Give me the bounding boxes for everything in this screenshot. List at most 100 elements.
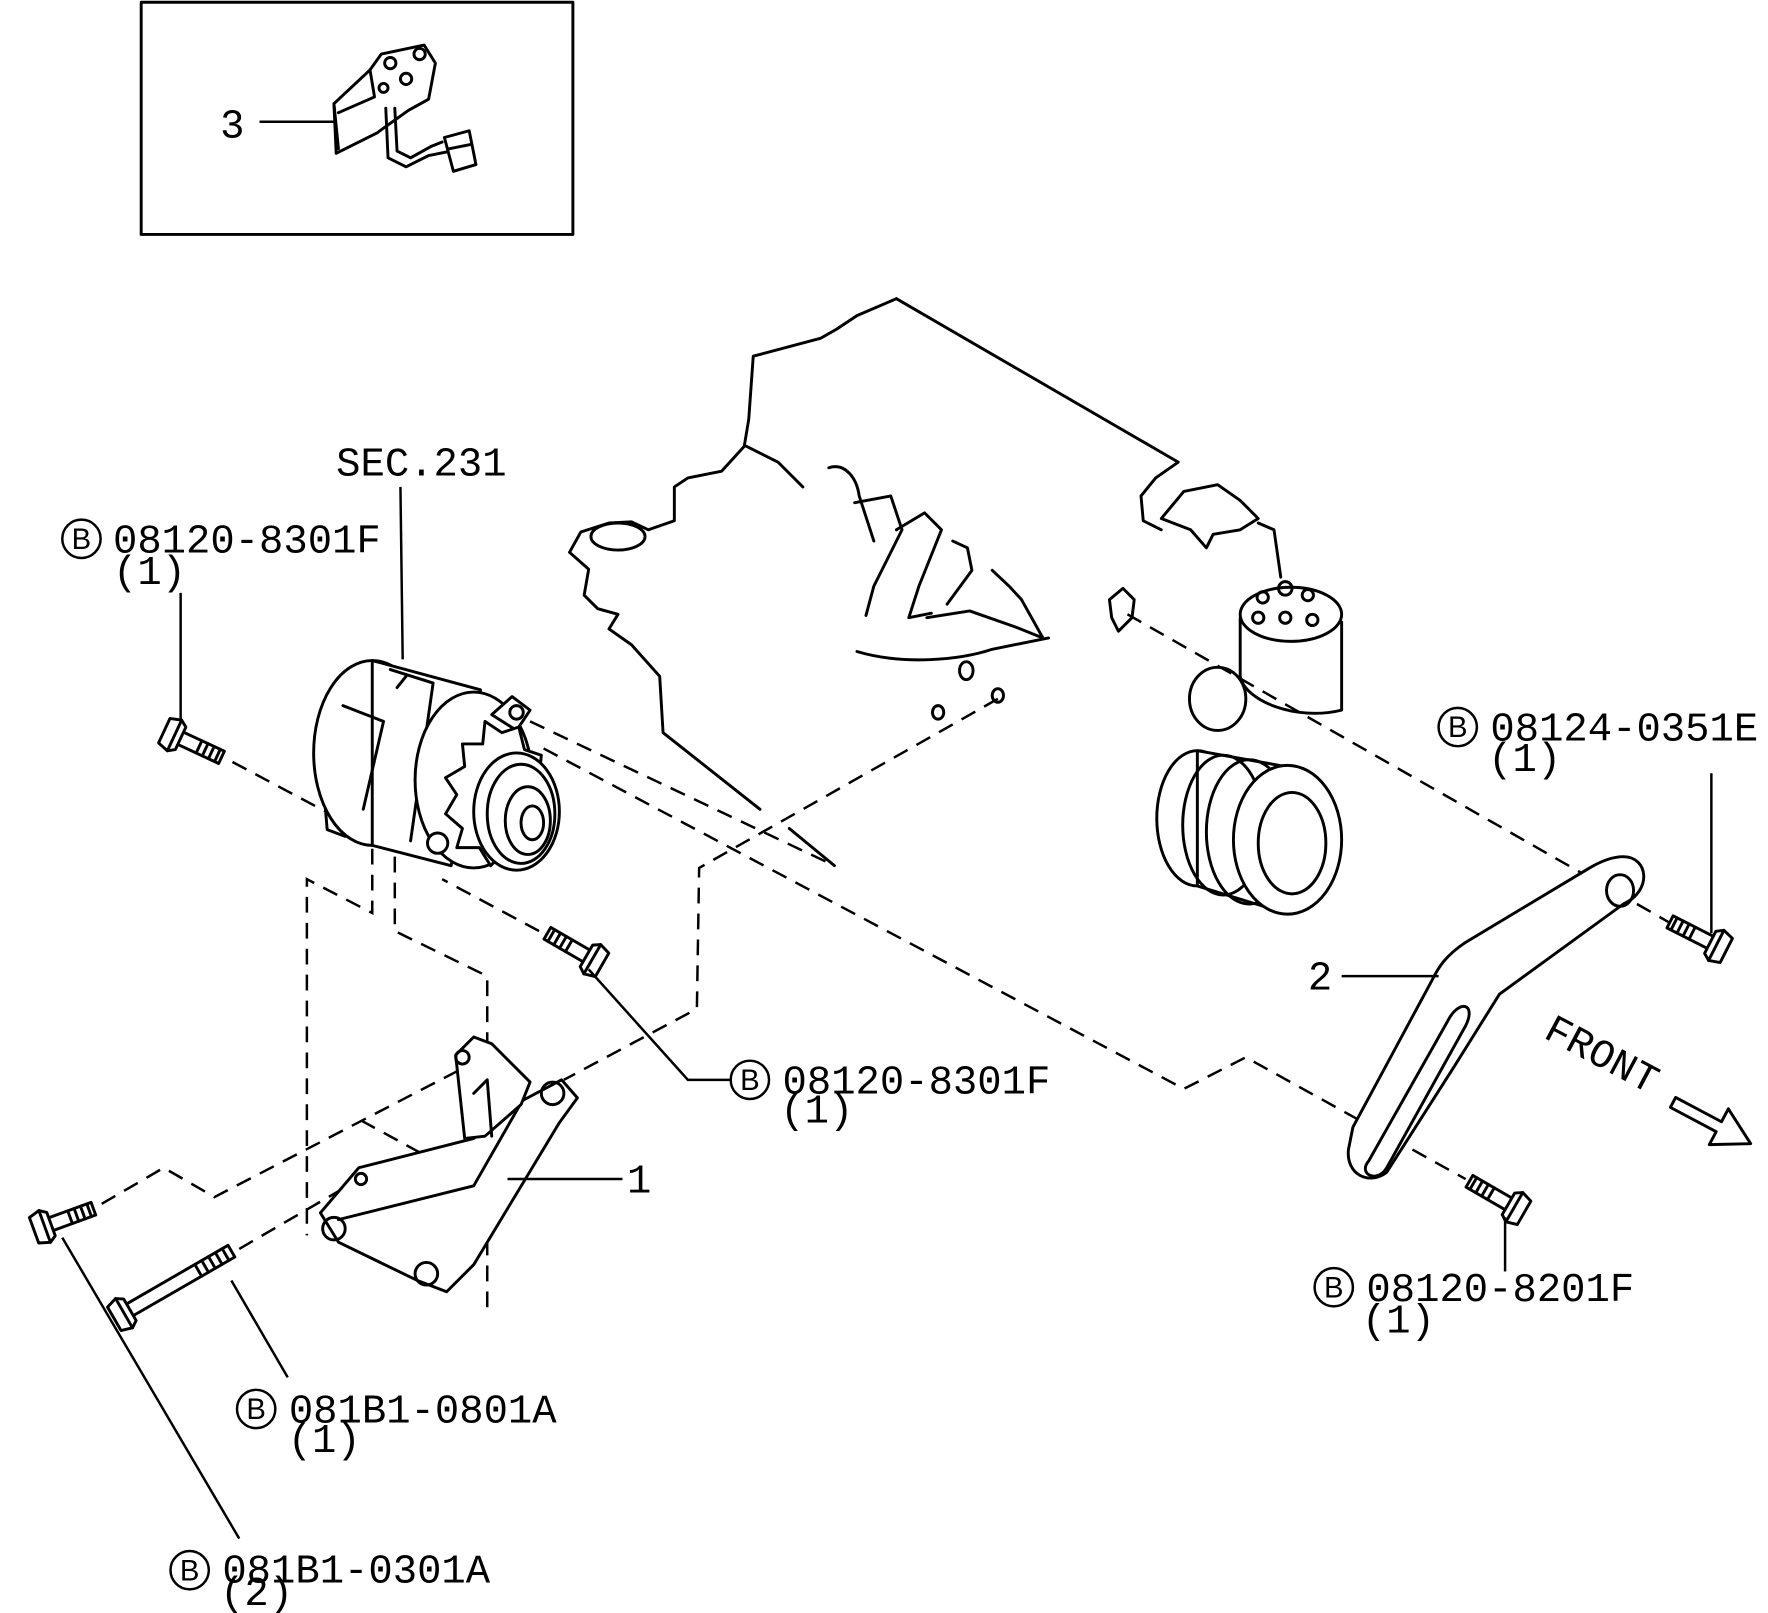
bolt-symbol: B [180,1554,200,1587]
dashed-line [441,878,540,933]
part-1-label: 1 [627,1160,651,1206]
engine-outline [568,297,898,811]
part-code: 08120-8301F [113,519,381,565]
bolt-symbol: B [740,1064,760,1097]
sensor-hole [383,56,398,71]
leader-lines [61,486,1713,1540]
bracket-hole [353,1171,369,1187]
part-quantity: (1) [1362,1299,1435,1345]
bracket-hole [539,1080,566,1107]
bracket-hole [454,1049,471,1066]
bolt-symbol-circle [169,1549,211,1591]
bracket-plate [318,1078,579,1294]
bracket-rib [336,1078,521,1222]
part-2-label: 2 [1308,957,1332,1003]
leader-callout-middle [587,968,731,1082]
pulley-hub [1256,790,1328,896]
bolt-08120-8301F-middle [537,917,612,981]
dashed-line [1636,902,1670,924]
part-quantity: (1) [1488,738,1561,784]
engine-mount-hole [990,687,1005,704]
dashed-line [231,760,340,820]
part-quantity: (2) [220,1572,293,1613]
part-quantity: (1) [780,1090,853,1136]
callout-lower-left-long-bolt: B 081B1-0801A (1) [235,1388,557,1465]
distributor-cap [1159,483,1260,550]
bolt-symbol: B [1324,1271,1344,1304]
dashed-line [529,720,835,867]
distributor-terminal [1277,580,1294,597]
sensor-plate-edge [332,68,376,151]
sensor-connector [442,129,478,173]
leader-callout-0301A [61,1237,241,1540]
front-arrow-icon [1668,1095,1753,1147]
part-code: 08120-8201F [1366,1268,1634,1314]
sensor-hole [398,71,414,87]
bolt-08124-0351E [1660,905,1736,968]
bracket-hole [413,1260,440,1287]
alternator-upper-ear-hole [508,704,525,721]
distributor-wire [1256,521,1283,579]
front-label: FRONT [1536,1008,1665,1106]
sensor-plate [332,43,437,155]
distributor-terminal [1255,590,1270,605]
alternator-lower-ear [426,831,450,855]
callout-3-label: 3 [220,105,244,151]
part-code: 081B1-0301A [222,1550,490,1596]
distributor-terminal [1251,610,1266,625]
alternator-pulley-hub [519,804,546,842]
distributor-terminal [1305,612,1320,628]
bolt-symbol-circle [235,1388,277,1430]
sensor-wire [384,106,453,169]
bolt-symbol-circle [1313,1266,1355,1308]
sensor-hole [377,81,390,94]
part-code: 08124-0351E [1490,708,1758,754]
front-direction-indicator: FRONT [1536,1008,1753,1147]
alignment-lines [101,613,1670,1308]
dashed-line [563,697,999,1081]
bolt-symbol-circle [729,1059,771,1101]
engine-stud [1107,586,1136,633]
bolt-symbol: B [246,1393,266,1426]
inset-frame [139,0,575,236]
cylinder-head-line [745,444,805,489]
connector-detail [429,140,473,151]
dashed-line [543,747,1467,1181]
oil-filler-cap [589,521,647,552]
idler-housing [1188,665,1248,732]
part-quantity: (1) [288,1419,361,1465]
dashed-line [305,822,374,1236]
part-code: 081B1-0801A [289,1390,557,1436]
inset-panel: 3 [139,0,575,236]
callout-middle: B 08120-8301F (1) [729,1059,1050,1136]
adjusting-bar [1346,855,1646,1180]
engine-top-edge [894,297,1180,532]
alternator [312,659,561,872]
alternator-pulley-groove [485,762,557,865]
callout-lower-right: B 08120-8201F (1) [1313,1266,1634,1345]
engine-mount-hole [958,660,975,682]
part-quantity: (1) [113,551,186,597]
alternator-pulley-inner [503,785,552,856]
bolt-081B1-0801A [104,1235,242,1335]
adjusting-bar-slot [1364,1004,1471,1178]
dashed-line [360,1119,436,1163]
bracket-upper-arm [454,1035,532,1140]
bolt-symbol-circle [1437,706,1479,748]
leader-callout-0801A [230,1279,289,1379]
adjusting-bar-outline [1346,855,1646,1180]
bolt-symbol: B [1448,711,1468,744]
bracket-hole [321,1215,347,1242]
callout-right: B 08124-0351E (1) [1437,706,1758,784]
bolt-08120-8301F-upper [155,713,231,775]
dashed-line [1126,613,1613,892]
engine-side-line [787,827,836,868]
crankshaft-pulley [1155,749,1344,916]
alternator-bracket [318,1035,579,1294]
engine-mount-hole [931,704,946,721]
bolt-symbol-circle [61,518,102,560]
bolt-symbol: B [72,523,92,556]
pulley-front-rim [1231,763,1344,916]
dashed-line [101,1069,459,1205]
